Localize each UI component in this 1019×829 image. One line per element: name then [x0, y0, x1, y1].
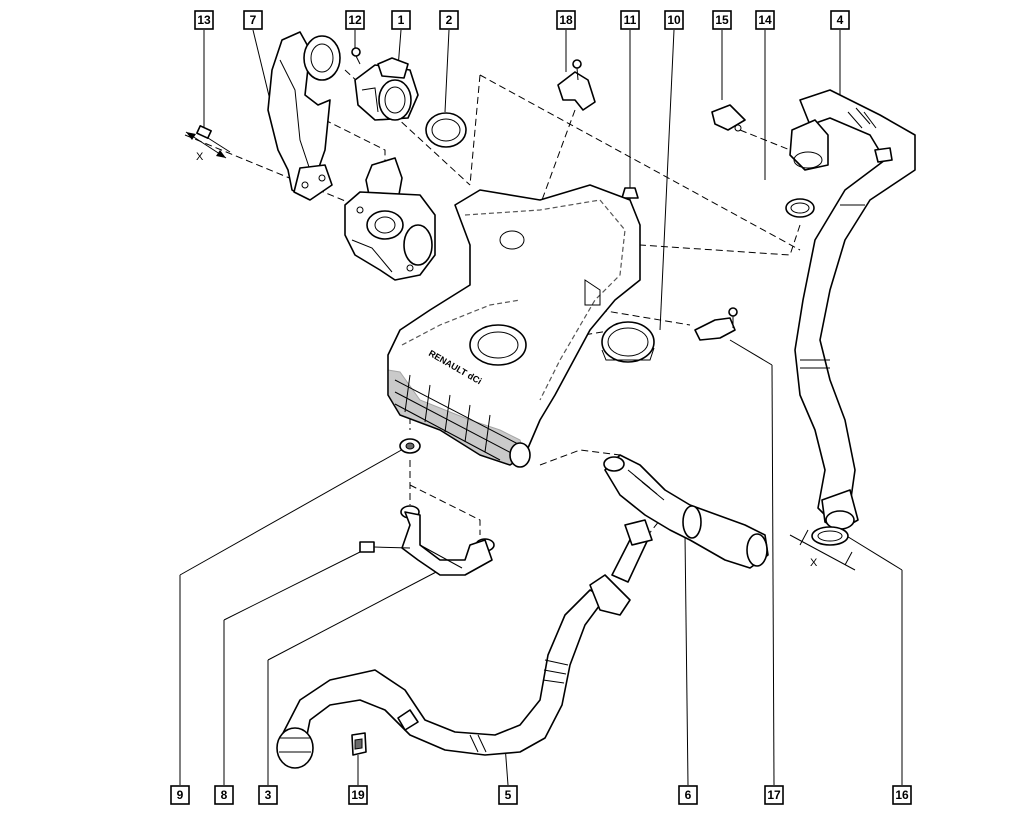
callout-number-11: 11 — [624, 13, 637, 27]
callout-box-10 — [664, 10, 684, 30]
callout-number-4: 4 — [837, 13, 844, 27]
callout-label-16: 16 — [892, 785, 912, 805]
callout-number-3: 3 — [265, 788, 272, 802]
part-8-bolt — [359, 541, 411, 553]
callout-box-7 — [243, 10, 263, 30]
callout-number-16: 16 — [895, 788, 909, 802]
callout-box-12 — [345, 10, 365, 30]
part-11-stud — [621, 178, 639, 199]
callout-label-8: 8 — [214, 785, 234, 805]
part-7-intake-pipe — [267, 31, 341, 201]
callout-label-1: 1 — [391, 10, 411, 30]
callout-box-5 — [498, 785, 518, 805]
callout-label-2: 2 — [439, 10, 459, 30]
callout-number-1: 1 — [398, 13, 405, 27]
callout-number-15: 15 — [715, 13, 729, 27]
part-16-o-ring — [811, 526, 849, 546]
callout-label-4: 4 — [830, 10, 850, 30]
callout-label-15: 15 — [712, 10, 732, 30]
callout-number-12: 12 — [348, 13, 362, 27]
callout-box-6 — [678, 785, 698, 805]
part-4-long-hose — [789, 89, 916, 531]
part-6-air-duct — [603, 454, 769, 569]
part-2-o-ring — [425, 112, 467, 148]
dimension-right: X — [789, 529, 856, 571]
part-14-o-ring — [785, 198, 815, 218]
callout-box-19 — [348, 785, 368, 805]
egr-valve-assembly — [344, 157, 436, 281]
callout-box-15 — [712, 10, 732, 30]
callout-box-16 — [892, 785, 912, 805]
callout-box-2 — [439, 10, 459, 30]
part-19-clip — [351, 732, 367, 756]
callout-box-8 — [214, 785, 234, 805]
callout-label-17: 17 — [764, 785, 784, 805]
dimension-left: X — [185, 131, 227, 163]
callout-box-13 — [194, 10, 214, 30]
callout-number-9: 9 — [177, 788, 184, 802]
callout-label-3: 3 — [258, 785, 278, 805]
callout-box-14 — [755, 10, 775, 30]
leader-lines — [179, 29, 903, 786]
dimension-label-left: X — [196, 151, 204, 163]
callout-label-11: 11 — [620, 10, 640, 30]
callout-label-18: 18 — [556, 10, 576, 30]
callout-label-14: 14 — [755, 10, 775, 30]
callout-number-19: 19 — [351, 788, 365, 802]
part-17-bracket — [694, 307, 738, 341]
part-12-bolt — [351, 47, 361, 65]
callout-label-9: 9 — [170, 785, 190, 805]
callout-box-4 — [830, 10, 850, 30]
intake-manifold: RENAULT dCi — [387, 184, 641, 468]
callout-box-1 — [391, 10, 411, 30]
part-13-bolt — [196, 125, 231, 153]
callout-number-14: 14 — [758, 13, 772, 27]
part-3-bracket — [400, 505, 495, 576]
callout-number-17: 17 — [767, 788, 781, 802]
callout-label-12: 12 — [345, 10, 365, 30]
callout-number-7: 7 — [250, 13, 257, 27]
part-18-bracket — [557, 59, 596, 111]
callout-label-6: 6 — [678, 785, 698, 805]
callout-label-5: 5 — [498, 785, 518, 805]
callout-label-19: 19 — [348, 785, 368, 805]
part-9-grommet — [399, 438, 421, 454]
part-10-seal-ring — [601, 321, 655, 363]
callout-number-2: 2 — [446, 13, 453, 27]
callout-number-5: 5 — [505, 788, 512, 802]
callout-box-18 — [556, 10, 576, 30]
callout-number-6: 6 — [685, 788, 692, 802]
callout-box-11 — [620, 10, 640, 30]
callout-number-18: 18 — [559, 13, 573, 27]
callout-box-9 — [170, 785, 190, 805]
callout-box-17 — [764, 785, 784, 805]
callout-number-10: 10 — [667, 13, 681, 27]
callout-number-13: 13 — [197, 13, 211, 27]
callout-label-7: 7 — [243, 10, 263, 30]
part-5-intake-hose — [276, 519, 653, 769]
dimension-label-right: X — [810, 557, 818, 569]
part-15-clip — [711, 104, 746, 132]
part-1-throttle-body — [354, 57, 419, 121]
callout-label-13: 13 — [194, 10, 214, 30]
callout-number-8: 8 — [221, 788, 228, 802]
callout-label-10: 10 — [664, 10, 684, 30]
callout-box-3 — [258, 785, 278, 805]
